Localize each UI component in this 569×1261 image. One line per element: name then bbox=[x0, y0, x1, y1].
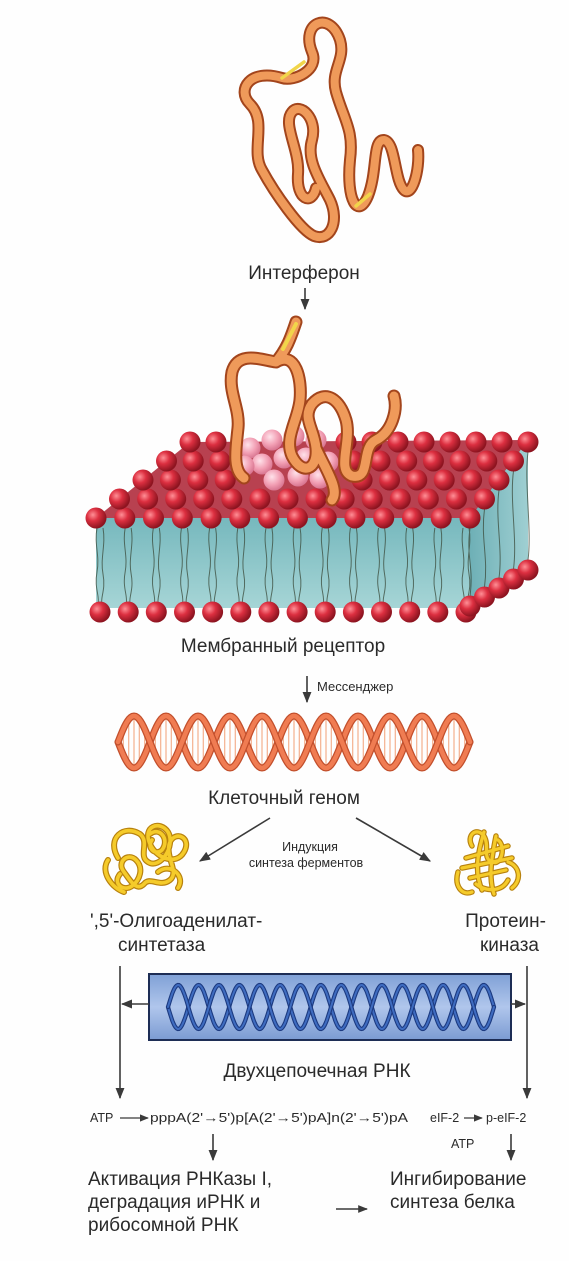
lipid-head bbox=[287, 508, 308, 529]
interferon-label: Интерферон bbox=[248, 263, 360, 284]
lipid-head bbox=[230, 602, 251, 623]
lipid-head bbox=[450, 451, 471, 472]
lipid-head bbox=[187, 470, 208, 491]
lipid-head bbox=[118, 602, 139, 623]
lipid-head bbox=[518, 432, 539, 453]
lipid-head bbox=[492, 432, 513, 453]
lipid-head bbox=[431, 508, 452, 529]
lipid-head bbox=[193, 489, 214, 510]
lipid-head bbox=[474, 489, 495, 510]
lipid-head bbox=[390, 489, 411, 510]
lipid-head bbox=[278, 489, 299, 510]
arrow-genome-to-synthetase bbox=[200, 818, 270, 861]
receptor-lipid-head bbox=[264, 470, 285, 491]
inhibition-label-1: Ингибирование bbox=[390, 1169, 526, 1190]
lipid-head bbox=[146, 602, 167, 623]
lipid-head bbox=[202, 602, 223, 623]
lipid-head bbox=[373, 508, 394, 529]
lipid-head bbox=[306, 489, 327, 510]
lipid-head bbox=[156, 451, 177, 472]
lipid-head bbox=[86, 508, 107, 529]
reaction-eif2: eIF-2 bbox=[430, 1111, 459, 1125]
lipid-head bbox=[133, 470, 154, 491]
lipid-head bbox=[362, 489, 383, 510]
synthetase-label-2: синтетаза bbox=[118, 935, 206, 956]
cell-genome-label: Клеточный геном bbox=[208, 788, 360, 809]
receptor-lipid-head bbox=[262, 430, 283, 451]
enzyme-induction-label-2: синтеза ферментов bbox=[249, 856, 364, 870]
inhibition-label-2: синтеза белка bbox=[390, 1192, 515, 1213]
reaction-oligoadenylate: pppA(2'→5')p[A(2'→5')pA]n(2'→5')pA bbox=[150, 1111, 409, 1125]
reaction-p-eif2: p-eIF-2 bbox=[486, 1111, 526, 1125]
lipid-head bbox=[143, 508, 164, 529]
synthetase-enzyme bbox=[105, 826, 186, 892]
kinase-label-2: киназа bbox=[480, 935, 539, 956]
lipid-head bbox=[249, 489, 270, 510]
lipid-head bbox=[343, 602, 364, 623]
lipid-head bbox=[440, 432, 461, 453]
lipid-head bbox=[476, 451, 497, 472]
enzyme-induction-label-1: Индукция bbox=[282, 840, 338, 854]
lipid-head bbox=[466, 432, 487, 453]
dsrna-box bbox=[149, 974, 511, 1040]
dsrna-label: Двухцепочечная РНК bbox=[223, 1061, 410, 1082]
lipid-head bbox=[287, 602, 308, 623]
lipid-head bbox=[206, 432, 227, 453]
lipid-head bbox=[160, 470, 181, 491]
lipid-head bbox=[183, 451, 204, 472]
lipid-head bbox=[165, 489, 186, 510]
lipid-head bbox=[461, 470, 482, 491]
lipid-head bbox=[460, 508, 481, 529]
activation-label-1: Активация РНКазы I, bbox=[88, 1169, 272, 1190]
lipid-head bbox=[172, 508, 193, 529]
kinase-label-1: Протеин- bbox=[465, 911, 546, 932]
membrane-receptor-label: Мембранный рецептор bbox=[181, 636, 385, 657]
lipid-head bbox=[180, 432, 201, 453]
lipid-head bbox=[114, 508, 135, 529]
lipid-head bbox=[174, 602, 195, 623]
lipid-head bbox=[379, 470, 400, 491]
lipid-head bbox=[489, 470, 510, 491]
kinase-enzyme bbox=[457, 832, 518, 894]
lipid-head bbox=[229, 508, 250, 529]
interferon-protein bbox=[245, 23, 419, 237]
lipid-head bbox=[518, 560, 539, 581]
lipid-head bbox=[446, 489, 467, 510]
lipid-head bbox=[201, 508, 222, 529]
lipid-head bbox=[371, 602, 392, 623]
activation-label-3: рибосомной РНК bbox=[88, 1215, 238, 1236]
lipid-head bbox=[418, 489, 439, 510]
reaction-atp-2: ATP bbox=[451, 1137, 474, 1151]
dna-helix bbox=[118, 716, 470, 768]
lipid-head bbox=[427, 602, 448, 623]
lipid-head bbox=[316, 508, 337, 529]
lipid-head bbox=[434, 470, 455, 491]
lipid-head bbox=[90, 602, 111, 623]
lipid-head bbox=[399, 602, 420, 623]
lipid-head bbox=[221, 489, 242, 510]
synthetase-label-1: ',5'-Олигоаденилат- bbox=[90, 911, 262, 932]
reaction-atp: ATP bbox=[90, 1111, 113, 1125]
lipid-head bbox=[396, 451, 417, 472]
lipid-head bbox=[423, 451, 444, 472]
lipid-head bbox=[344, 508, 365, 529]
lipid-head bbox=[402, 508, 423, 529]
lipid-head bbox=[258, 602, 279, 623]
lipid-head bbox=[258, 508, 279, 529]
messenger-label: Мессенджер bbox=[317, 679, 393, 694]
lipid-head bbox=[406, 470, 427, 491]
lipid-head bbox=[315, 602, 336, 623]
activation-label-2: деградация иРНК и bbox=[88, 1192, 260, 1213]
lipid-head bbox=[414, 432, 435, 453]
lipid-head bbox=[209, 451, 230, 472]
lipid-head bbox=[503, 451, 524, 472]
lipid-head bbox=[137, 489, 158, 510]
arrow-genome-to-kinase bbox=[356, 818, 430, 861]
lipid-head bbox=[109, 489, 130, 510]
